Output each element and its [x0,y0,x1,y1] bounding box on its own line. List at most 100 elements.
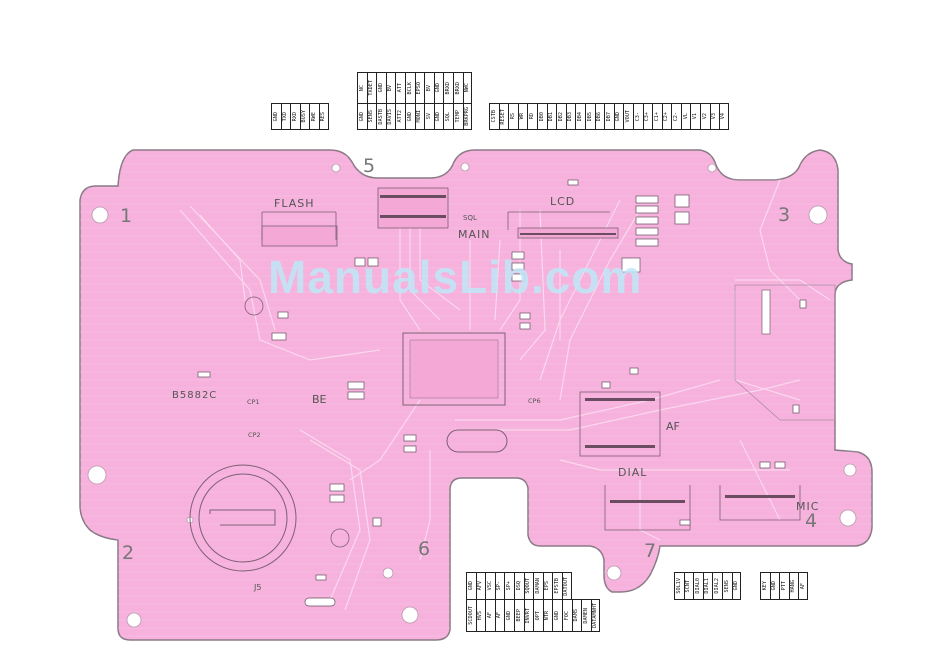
connector-pin-label: RXD [291,111,298,122]
label-lcd: LCD [550,195,576,208]
connector-pin-label: C1+ [653,111,660,122]
connector-pin: BRXD [443,72,453,104]
connector-pin: TEMP [452,103,463,130]
main-ic [402,332,506,406]
connector-pin: GND [433,72,444,104]
connector-pin-label: ATT2 [397,110,404,123]
zone-number-7: 7 [644,540,657,562]
connector-pin: NTR [542,599,553,632]
label-main: MAIN [458,228,491,241]
connector-pin-label: DAMAN [534,578,541,594]
zone-number-5: 5 [363,155,376,177]
connector-pin-label: BCLK [406,81,413,95]
connector-pin: SQL [443,103,453,130]
connector-pin-label: TXD [282,111,289,122]
connector-pin-label: GND [435,83,442,93]
connector-pin: V4 [719,103,729,130]
connector-pin: GND [552,599,562,632]
connector-pin-label: EPSO [416,81,423,95]
connector-pin: DAVIS [385,103,396,130]
connector-pin: DAMS [571,599,582,632]
coin-cell [189,464,297,572]
connector-pin-label: V2 [701,113,708,120]
connector-pin-label: BV [387,84,394,92]
connector-pin: GND [376,72,386,104]
connector-pin: EPSTB [552,572,562,600]
connector-pin-label: SCDOUT [467,606,474,625]
connector-pin: SCNT [683,572,694,600]
label-cp6: CP6 [528,397,541,405]
zone-number-2: 2 [122,542,135,564]
connector-pin-label: HVS [477,610,484,621]
connector-pin-label: GND [506,610,513,621]
label-af: AF [666,420,680,433]
connector-pin: SOL1V [674,572,684,600]
connector-pin-label: SOL1V [675,578,682,594]
connector-pin-label: OPT [534,610,541,621]
connector-pin-label: GND [554,610,561,621]
label-cp1: CP1 [247,398,260,406]
connector-pin-label: AF [799,582,806,590]
connector-pin: CSTB [489,103,499,130]
connector-pin: PTT [779,572,789,600]
connector-pin-label: DIAL0 [694,578,701,594]
connector-pin: BEEP [513,599,524,632]
connector-pin: DSQ [513,572,524,600]
connector-pin-label: SP- [496,581,503,591]
connector-pin-label: HANG [790,579,797,593]
connector-pin-label: DB3 [567,111,574,122]
connector-pin: RS [508,103,518,130]
connector-pin-label: GND [732,581,739,591]
connector-pin: SQOUT [523,572,534,600]
connector-pin: BRXD [452,72,463,104]
label-cp2: CP2 [248,431,261,439]
label-j5: J5 [254,583,262,592]
connector-pin-label: BEEP [515,609,522,622]
connector-pin-label: GND [435,111,442,122]
connector-pin: BRKPRG [462,103,473,130]
connector-pin-label: DATAMNHT [591,603,598,628]
connector-pin: GND [357,103,367,130]
connector-pin-label: SP+ [506,581,513,591]
connector-pin: MONI [414,103,425,130]
connector-pin: VOUT [623,103,633,130]
connector-pin: DIAL1 [702,572,713,600]
watermark: ManualsLib.com [268,251,643,303]
connector-pin-label: NWC [463,83,470,93]
connector-pin: TXDET [366,72,377,104]
pad-rows [380,195,795,503]
connector-pin-label: DATOUT [563,576,570,596]
connector-pin-label: V1 [692,113,699,120]
connector-pin-label: GND [358,111,365,122]
connector-pin: C3+ [642,103,653,130]
connector-pin: NC [357,72,367,104]
connector-pin-label: RS [509,113,516,120]
connector-pin: AF [485,599,495,632]
connector-pin-label: BUSY [301,110,308,123]
connector-pin-label: EPSTB [554,578,561,594]
connector-pin: SENS [721,572,732,600]
connector-pin: VSC [485,572,495,600]
connector-pin-label: C2+ [663,111,670,122]
connector-pin-label: BRXD [445,81,452,95]
connector-pin-label: AF [486,612,493,619]
connector-pin: DAMEN [581,599,591,632]
connector-pin: TXD [280,103,291,130]
connector-pin: BUSY [299,103,310,130]
connector-pin-label: TXDET [368,80,375,96]
connector-pin: VL [680,103,691,130]
connector-pin: BV [385,72,396,104]
connector-pin: C1+ [652,103,662,130]
connector-pin: SP- [494,572,505,600]
connector-pin: DB2 [556,103,566,130]
connector-pin: OPT [533,599,543,632]
connector-pin: RXD [290,103,300,130]
label-mic: MIC [796,500,820,513]
